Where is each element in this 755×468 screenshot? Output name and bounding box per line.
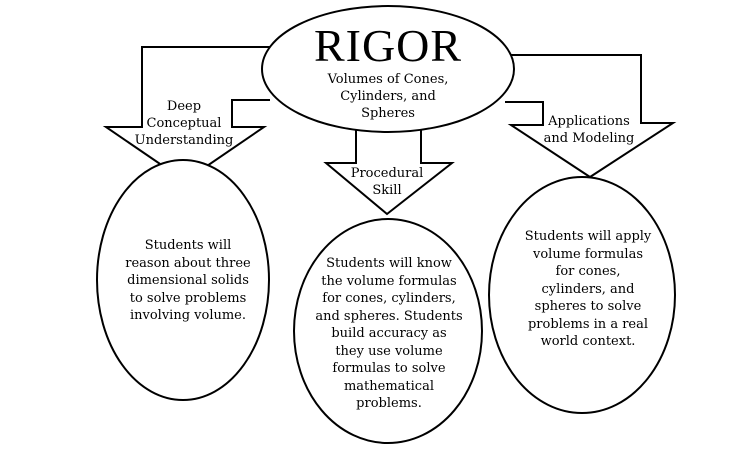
diagram-title: RIGOR bbox=[313, 20, 463, 71]
circle-left bbox=[96, 159, 270, 401]
center-subtitle: Volumes of Cones, Cylinders, and Spheres bbox=[327, 72, 449, 121]
circle-text-middle: Students will know the volume formulas f… bbox=[315, 256, 463, 411]
arrow-label-deep-conceptual: Deep Conceptual Understanding bbox=[134, 99, 234, 148]
circle-text-left: Students will reason about three dimensi… bbox=[125, 238, 251, 323]
arrow-label-applications-modeling: Applications and Modeling bbox=[543, 114, 635, 146]
circle-middle bbox=[293, 218, 483, 444]
arrow-procedural-skill bbox=[323, 122, 455, 216]
center-oval bbox=[261, 5, 515, 133]
circle-text-right: Students will apply volume formulas for … bbox=[524, 229, 652, 349]
circle-right bbox=[488, 176, 676, 414]
arrow-label-procedural-skill: Procedural Skill bbox=[350, 166, 424, 198]
